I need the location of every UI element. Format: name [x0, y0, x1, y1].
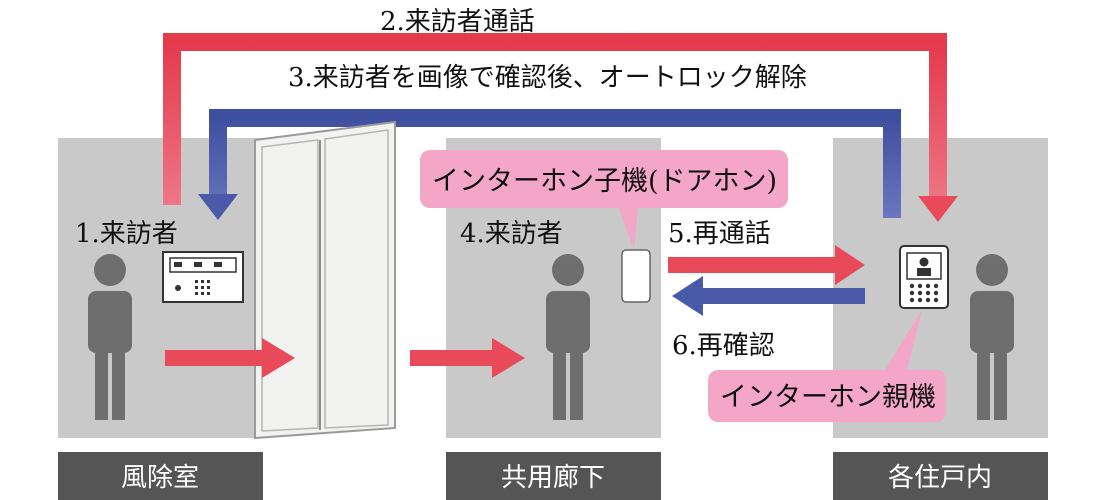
- vestibule-bar: [58, 452, 263, 500]
- unlock-arrow-head: [198, 194, 238, 220]
- recall-arrow: [668, 245, 865, 285]
- door-phone-callout: [420, 150, 788, 250]
- corridor-bar: [446, 452, 661, 500]
- walk-arrow-2: [410, 338, 525, 378]
- step6-label: 6.再確認: [672, 331, 775, 361]
- step3-label: 3.来訪者を画像で確認後、オートロック解除: [288, 63, 807, 93]
- door-phone-label: インターホン子機(ドアホン): [432, 166, 777, 197]
- corridor-label: 共用廊下: [501, 463, 605, 493]
- auto-lock-door: [254, 120, 396, 440]
- call-arrow-path: [163, 33, 947, 205]
- step4-label: 4.来訪者: [460, 219, 563, 249]
- step1-label: 1.来訪者: [75, 219, 178, 249]
- step2-label: 2.来訪者通話: [380, 7, 535, 37]
- resident-person-icon: [970, 254, 1014, 420]
- master-unit-callout: [708, 310, 946, 422]
- master-unit-device-icon: [899, 245, 949, 309]
- entrance-panel-icon: [162, 251, 244, 303]
- master-unit-label: インターホン親機: [720, 382, 936, 413]
- unit-label: 各住戸内: [888, 463, 992, 493]
- walk-arrow-1: [165, 338, 295, 378]
- reconfirm-arrow: [672, 276, 865, 316]
- call-arrow-head: [918, 196, 958, 222]
- unlock-arrow-path: [209, 109, 901, 218]
- door-phone-device-icon: [621, 249, 651, 303]
- vestibule-label: 風除室: [121, 463, 199, 493]
- step5-label: 5.再通話: [668, 219, 771, 249]
- unit-bar: [833, 452, 1048, 500]
- visitor-person-icon-corridor: [546, 254, 590, 420]
- visitor-person-icon-vestibule: [88, 254, 132, 420]
